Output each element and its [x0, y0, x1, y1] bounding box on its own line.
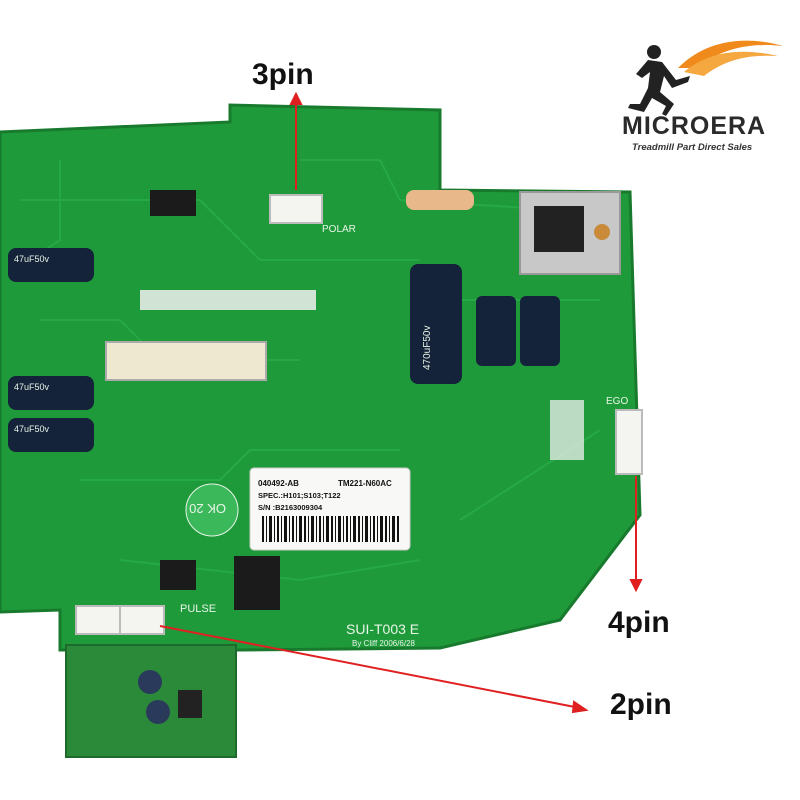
callout-2pin: 2pin [610, 688, 672, 721]
callout-arrows [159, 91, 643, 714]
ok-stamp: OK 20 [189, 501, 226, 516]
sticker-line1-right: TM221-N60AC [338, 479, 392, 488]
connector-2pin-right [119, 605, 165, 635]
capacitor-medium [476, 296, 516, 366]
resistor [406, 190, 474, 210]
resistor-array [550, 400, 584, 460]
regulator-screw [594, 224, 610, 240]
capacitor-small [8, 248, 94, 282]
sticker-line2: SPEC.:H101;S103;T122 [258, 491, 341, 500]
capacitor-small-label: 47uF50v [14, 254, 50, 264]
arrow-2pin-head [571, 700, 589, 714]
capacitor-large-label: 470uF50v [422, 326, 433, 370]
ribbon-header [105, 341, 267, 381]
barcode [262, 516, 399, 542]
connector-4pin [615, 409, 643, 475]
ego-label: EGO [606, 396, 628, 407]
pulse-label: PULSE [180, 603, 216, 615]
polar-label: POLAR [322, 224, 356, 235]
capacitor-small [8, 418, 94, 452]
sticker-line1-left: 040492-AB [258, 479, 299, 488]
arrow-2pin [159, 625, 581, 709]
daughter-board [65, 644, 237, 758]
ic-chip [150, 190, 196, 216]
connector-2pin-left [75, 605, 121, 635]
connector-3pin [269, 194, 323, 224]
capacitor-large [410, 264, 462, 384]
sticker-line3: S/N :B2163009304 [258, 503, 323, 512]
running-man-icon [628, 40, 783, 116]
board-model-code: SUI-T003 E [346, 621, 419, 637]
capacitor-medium [520, 296, 560, 366]
capacitor-small [8, 376, 94, 410]
brand-tagline: Treadmill Part Direct Sales [632, 142, 753, 153]
ic-chip [234, 556, 280, 610]
label-sticker: 040492-AB TM221-N60AC SPEC.:H101;S103;T1… [249, 467, 411, 551]
capacitor-small-label: 47uF50v [14, 382, 50, 392]
arrow-3pin-head [289, 91, 303, 105]
capacitor-small-label: 47uF50v [14, 424, 50, 434]
resistor-array [140, 290, 316, 310]
ic-chip [160, 560, 196, 590]
daughter-capacitor [146, 700, 170, 724]
callout-3pin: 3pin [252, 58, 314, 91]
pcb-board [0, 103, 642, 652]
regulator-chip [534, 206, 584, 252]
brand-name: MICROERA [622, 112, 767, 140]
callout-4pin: 4pin [608, 606, 670, 639]
arrow-4pin-head [629, 579, 643, 593]
board-designer-line: By Cliff 2006/6/28 [352, 639, 416, 648]
daughter-chip [178, 690, 202, 718]
ok-stamp-circle [185, 483, 239, 537]
daughter-capacitor [138, 670, 162, 694]
